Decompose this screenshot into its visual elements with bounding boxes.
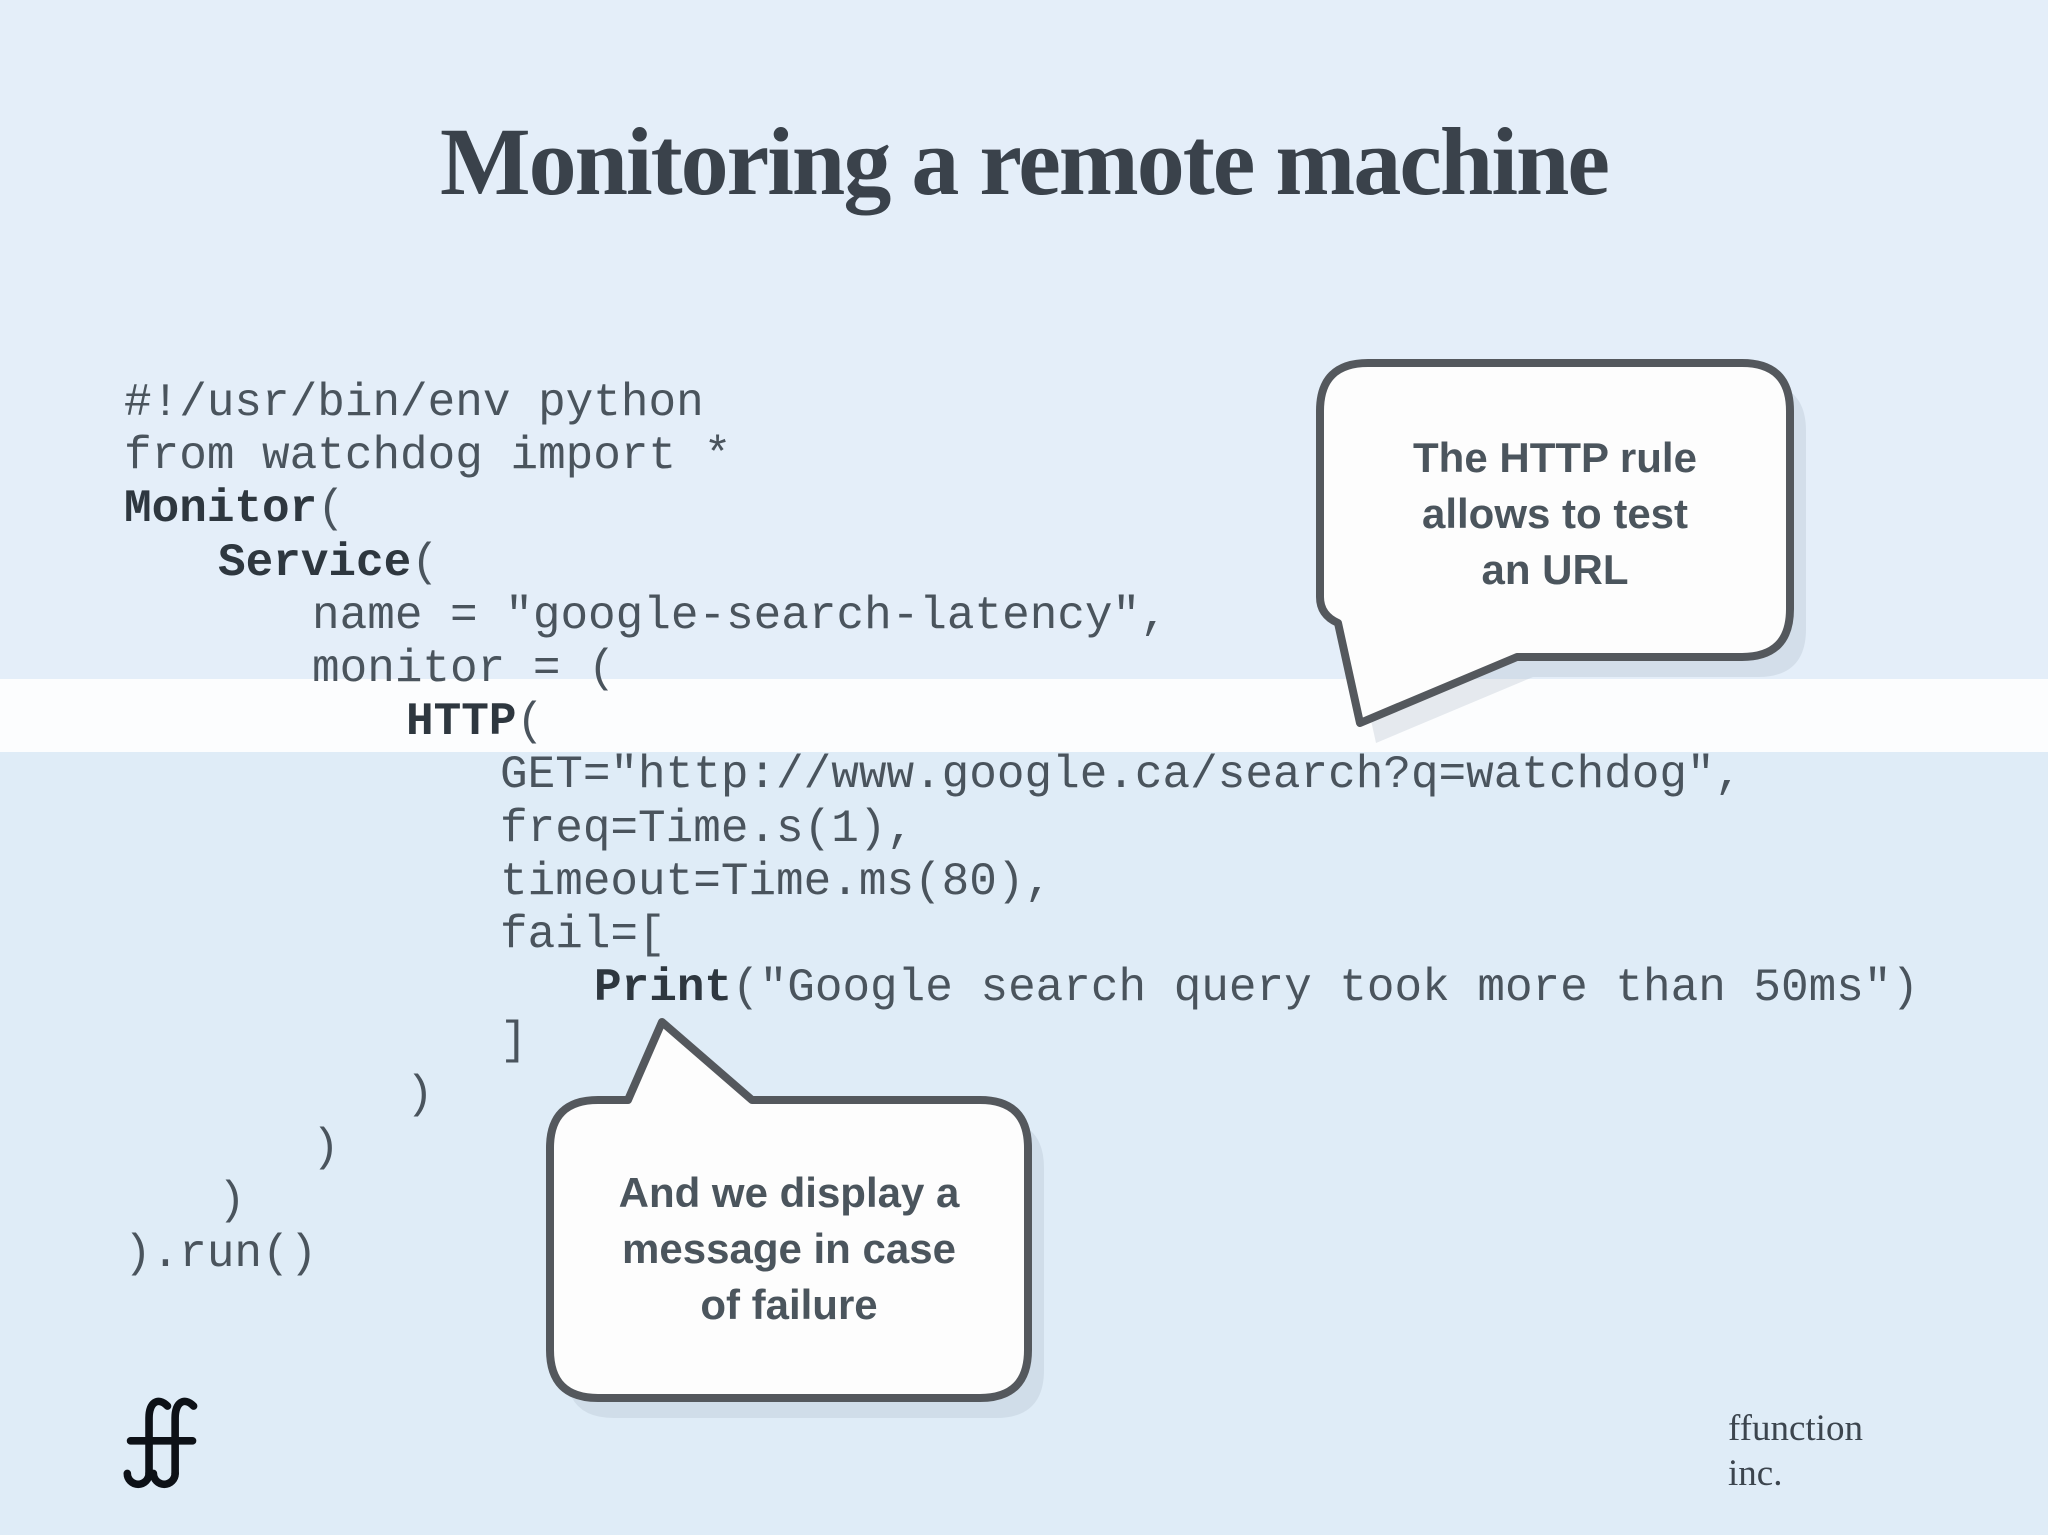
code-text: ("Google search query took more than 50m… (732, 962, 1920, 1015)
code-keyword: Monitor (124, 483, 318, 536)
code-text: ( (317, 483, 345, 536)
code-keyword: Service (218, 536, 412, 589)
company-name: ffunction inc. (1728, 1406, 1863, 1496)
bubble-outline (1316, 359, 1794, 727)
code-line: ) (124, 1175, 1919, 1228)
code-line: name = "google-search-latency", (124, 590, 1919, 643)
code-line: Service( (124, 537, 1919, 590)
bubble-line: of failure (700, 1281, 878, 1328)
code-keyword: HTTP (406, 696, 517, 749)
code-text: ) (312, 1121, 340, 1174)
company-name-line1: ffunction (1728, 1408, 1863, 1449)
code-text: freq=Time.s(1), (500, 802, 915, 855)
code-line: ) (124, 1122, 1919, 1175)
code-text: GET="http://www.google.ca/search?q=watch… (500, 749, 1743, 802)
bubble-line: message in case (622, 1225, 956, 1272)
code-line: ).run() (124, 1228, 1919, 1281)
code-text: ) (406, 1068, 434, 1121)
code-text: ( (516, 696, 545, 749)
ffunction-logo-icon (123, 1397, 198, 1489)
code-text: ] (500, 1015, 528, 1068)
code-text: monitor = ( (312, 643, 616, 696)
slide-title: Monitoring a remote machine (440, 108, 1610, 215)
code-line: monitor = ( (124, 643, 1919, 696)
code-text: timeout=Time.ms(80), (500, 855, 1053, 908)
code-line: fail=[ (124, 909, 1919, 962)
bubble-line: an URL (1481, 546, 1629, 593)
speech-bubble-failure-message (546, 1018, 1044, 1418)
code-line: from watchdog import * (124, 430, 1919, 483)
code-line: GET="http://www.google.ca/search?q=watch… (124, 749, 1919, 802)
logo-f2-stem (171, 1397, 198, 1478)
code-line: #!/usr/bin/env python (124, 377, 1919, 430)
code-text: ( (411, 536, 439, 589)
code-keyword: Print (594, 962, 733, 1015)
bubble-outline (546, 1018, 1032, 1402)
logo-f1-stem (145, 1397, 172, 1478)
code-line: ] (124, 1015, 1919, 1068)
bubble-text-http-rule: The HTTP rule allows to test an URL (1320, 371, 1790, 657)
code-line: freq=Time.s(1), (124, 803, 1919, 856)
highlight-stripe (0, 679, 2048, 752)
code-line: ) (124, 1069, 1919, 1122)
code-text: #!/usr/bin/env python (124, 377, 704, 429)
bubble-text-failure-message: And we display a message in case of fail… (550, 1100, 1028, 1398)
code-text: ) (218, 1175, 246, 1228)
bubble-line: The HTTP rule (1413, 434, 1697, 481)
speech-bubble-http-rule (1316, 359, 1806, 743)
code-text: fail=[ (500, 909, 666, 962)
logo-f1-loop (123, 1469, 153, 1489)
code-line: timeout=Time.ms(80), (124, 856, 1919, 909)
code-text: name = "google-search-latency", (312, 589, 1168, 642)
code-line: Monitor( (124, 483, 1919, 536)
code-text: from watchdog import * (124, 430, 732, 483)
company-name-line2: inc. (1728, 1453, 1783, 1494)
code-line: HTTP( (124, 696, 1919, 749)
bubble-line: And we display a (618, 1169, 960, 1216)
code-text: ).run() (124, 1228, 318, 1281)
logo-f2-loop (149, 1469, 179, 1489)
code-line: Print("Google search query took more tha… (124, 962, 1919, 1015)
bubble-line: allows to test (1421, 490, 1689, 537)
